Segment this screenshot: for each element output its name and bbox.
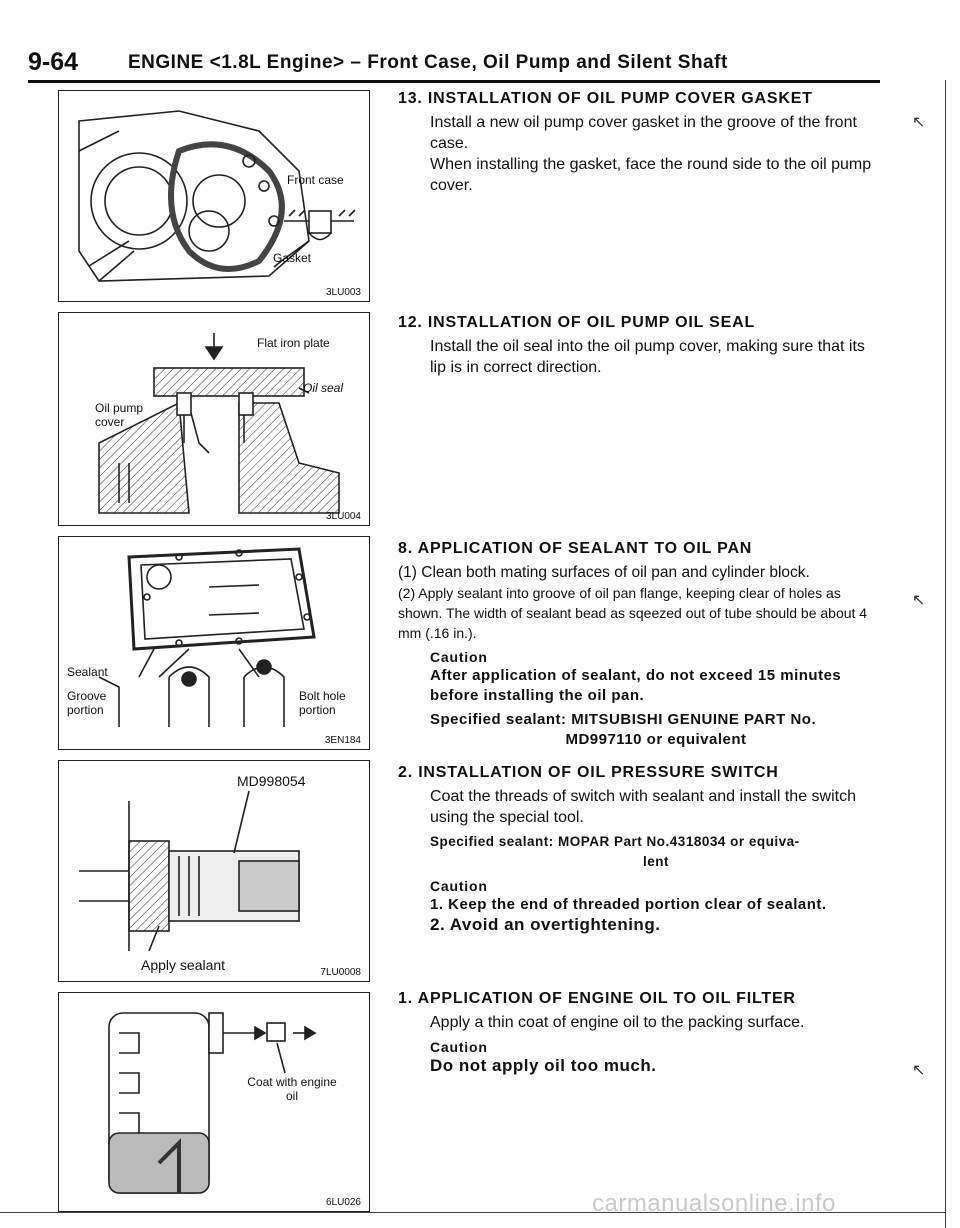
margin-arrow-icon: ↖ xyxy=(912,1062,926,1079)
section-oil-pump-oil-seal: 12. INSTALLATION OF OIL PUMP OIL SEAL In… xyxy=(398,314,882,378)
page-number: 9-64 xyxy=(28,48,79,76)
label-tool-md998054: MD998054 xyxy=(237,773,306,789)
label-front-case: Front case xyxy=(287,173,344,187)
section-body: Apply a thin coat of engine oil to the p… xyxy=(430,1014,805,1031)
section-oil-pressure-switch: 2. INSTALLATION OF OIL PRESSURE SWITCH C… xyxy=(398,764,882,935)
caution-item-1: 1. Keep the end of threaded portion clea… xyxy=(430,896,827,913)
figure-oil-seal: Flat iron plate Oil seal Oil pump cover … xyxy=(58,312,370,526)
oil-filter-illustration xyxy=(108,1012,317,1194)
caution-item-2: 2. Avoid an overtightening. xyxy=(430,915,661,934)
page-title: ENGINE <1.8L Engine> – Front Case, Oil P… xyxy=(128,52,728,73)
figure-gasket: Front case Gasket 3LU003 xyxy=(58,90,370,302)
switch-illustration xyxy=(79,790,300,952)
label-coat-with-engine-oil: Coat with engine oil xyxy=(247,1075,337,1103)
label-groove-portion: Groove portion xyxy=(67,689,107,717)
section-oil-pump-cover-gasket: 13. INSTALLATION OF OIL PUMP COVER GASKE… xyxy=(398,90,882,196)
step-1: (1) Clean both mating surfaces of oil pa… xyxy=(398,564,810,581)
section-heading: 8. APPLICATION OF SEALANT TO OIL PAN xyxy=(398,540,753,557)
figure-sealant: Sealant Groove portion Bolt hole portion… xyxy=(58,536,370,750)
label-oil-pump-cover: Oil pump cover xyxy=(95,401,144,429)
section-sealant-oil-pan: 8. APPLICATION OF SEALANT TO OIL PAN (1)… xyxy=(398,540,882,750)
label-sealant: Sealant xyxy=(67,665,108,679)
section-body: When installing the gasket, face the rou… xyxy=(430,156,872,194)
margin-arrow-icon: ↖ xyxy=(912,592,926,609)
spec-line-2: MD997110 or equivalent xyxy=(565,731,747,748)
label-gasket: Gasket xyxy=(273,251,312,265)
figure-oil-pressure-switch: MD998054 Apply sealant 7LU0008 xyxy=(58,760,370,982)
specified-sealant: Specified sealant: MITSUBISHI GENUINE PA… xyxy=(430,710,882,750)
section-body: Install a new oil pump cover gasket in t… xyxy=(430,114,857,152)
section-heading: 12. INSTALLATION OF OIL PUMP OIL SEAL xyxy=(398,314,756,331)
spec-line-2: lent xyxy=(642,854,669,869)
spec-line-1: Specified sealant: MOPAR Part No.4318034… xyxy=(430,834,800,849)
section-body: Coat the threads of switch with sealant … xyxy=(430,788,856,826)
figure-code: 6LU026 xyxy=(325,1197,361,1208)
figure-oil-filter: Coat with engine oil 6LU026 xyxy=(58,992,370,1212)
caution-heading: Caution xyxy=(430,649,488,665)
figure-code: 7LU0008 xyxy=(320,967,361,978)
header-rule xyxy=(28,80,880,83)
section-heading: 13. INSTALLATION OF OIL PUMP COVER GASKE… xyxy=(398,90,813,107)
page-header: 9-64 ENGINE <1.8L Engine> – Front Case, … xyxy=(28,44,880,84)
section-body: Install the oil seal into the oil pump c… xyxy=(430,338,865,376)
specified-sealant: Specified sealant: MOPAR Part No.4318034… xyxy=(430,832,882,872)
caution-text: After application of sealant, do not exc… xyxy=(430,667,842,704)
spec-line-1: Specified sealant: MITSUBISHI GENUINE PA… xyxy=(430,711,817,728)
section-oil-filter: 1. APPLICATION OF ENGINE OIL TO OIL FILT… xyxy=(398,990,882,1076)
section-heading: 1. APPLICATION OF ENGINE OIL TO OIL FILT… xyxy=(398,990,796,1007)
figure-code: 3EN184 xyxy=(324,735,361,746)
page-border-bottom xyxy=(0,1212,945,1213)
caution-text: Do not apply oil too much. xyxy=(430,1056,657,1075)
label-flat-iron-plate: Flat iron plate xyxy=(257,336,330,350)
watermark: carmanualsonline.info xyxy=(592,1190,836,1217)
page-border-right xyxy=(945,80,946,1228)
label-bolt-hole-portion: Bolt hole portion xyxy=(299,689,346,717)
gasket-illustration xyxy=(78,110,356,282)
figure-code: 3LU004 xyxy=(325,511,361,522)
step-2: (2) Apply sealant into groove of oil pan… xyxy=(398,585,868,641)
oil-pan-illustration xyxy=(98,547,316,727)
caution-heading: Caution xyxy=(430,878,488,894)
label-apply-sealant: Apply sealant xyxy=(141,957,226,973)
margin-arrow-icon: ↖ xyxy=(912,114,926,131)
section-heading: 2. INSTALLATION OF OIL PRESSURE SWITCH xyxy=(398,764,779,781)
caution-heading: Caution xyxy=(430,1039,488,1055)
label-oil-seal: Oil seal xyxy=(303,381,344,395)
figure-code: 3LU003 xyxy=(325,287,361,298)
oil-seal-illustration xyxy=(98,333,340,514)
